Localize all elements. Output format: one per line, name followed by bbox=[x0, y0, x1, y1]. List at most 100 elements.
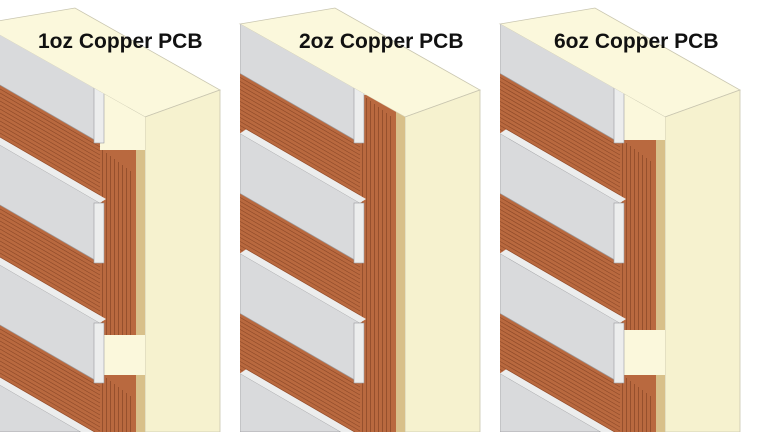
copper-wrap-line bbox=[118, 387, 119, 432]
copper-foil-line bbox=[0, 209, 101, 280]
copper-foil-line bbox=[500, 205, 621, 276]
copper-wrap-line bbox=[114, 159, 115, 335]
copper-foil-line bbox=[240, 93, 361, 164]
copper-wrap-edge bbox=[396, 95, 405, 432]
copper-foil-line bbox=[0, 325, 101, 396]
copper-wrap-line bbox=[126, 393, 127, 432]
copper-foil-line bbox=[240, 117, 361, 188]
copper-foil-line bbox=[500, 237, 621, 308]
copper-foil-line bbox=[500, 105, 621, 176]
copper-foil-line bbox=[500, 197, 621, 268]
copper-wrap-line bbox=[634, 149, 635, 330]
insulator-bar bbox=[0, 372, 83, 432]
pcb-panel bbox=[238, 7, 481, 432]
panel-title-6oz: 6oz Copper PCB bbox=[554, 30, 719, 53]
copper-foil-line bbox=[0, 317, 101, 388]
copper-foil-line bbox=[240, 237, 361, 308]
copper-wrap-line bbox=[626, 143, 627, 330]
copper-wrap-line bbox=[622, 375, 623, 432]
copper-foil-line bbox=[0, 357, 101, 428]
copper-foil-line bbox=[500, 213, 621, 284]
pcb-panel bbox=[498, 7, 741, 432]
copper-foil-line bbox=[0, 329, 101, 400]
copper-wrap-line bbox=[106, 153, 107, 335]
copper-foil-line bbox=[240, 345, 361, 416]
copper-wrap-line bbox=[362, 95, 363, 432]
copper-foil-line bbox=[240, 109, 361, 180]
copper-foil-line bbox=[0, 93, 101, 164]
copper-foil-line bbox=[240, 357, 361, 428]
copper-foil-line bbox=[240, 245, 361, 316]
insulator-bar-top bbox=[0, 369, 94, 432]
copper-foil-line bbox=[0, 353, 101, 424]
insulator-bar-top bbox=[500, 129, 626, 203]
copper-foil-line bbox=[240, 221, 361, 292]
insulator-bar-top bbox=[240, 129, 366, 203]
copper-foil-line bbox=[240, 105, 361, 176]
insulator-bar-end bbox=[93, 202, 105, 264]
copper-foil-line bbox=[0, 337, 101, 408]
copper-foil-line bbox=[240, 209, 361, 280]
substrate-side-face bbox=[404, 89, 481, 432]
copper-wrap-line bbox=[642, 155, 643, 330]
copper-foil-line bbox=[0, 237, 101, 308]
copper-foil-line bbox=[0, 349, 101, 420]
layer-stack bbox=[240, 24, 405, 432]
copper-wrap-line bbox=[370, 101, 371, 432]
copper-foil-line bbox=[500, 341, 621, 412]
copper-foil-line bbox=[0, 205, 101, 276]
copper-wrap-line bbox=[634, 384, 635, 432]
copper-foil-line bbox=[500, 229, 621, 300]
insulator-bar-end bbox=[93, 322, 105, 384]
copper-foil-line bbox=[240, 125, 361, 196]
copper-foil-line bbox=[0, 221, 101, 292]
copper-wrap-line bbox=[114, 384, 115, 432]
copper-wrap-line bbox=[122, 165, 123, 335]
copper-foil-line bbox=[500, 353, 621, 424]
panel-title-1oz: 1oz Copper PCB bbox=[38, 30, 203, 53]
copper-foil-line bbox=[0, 241, 101, 312]
insulator-bar-top bbox=[0, 129, 106, 203]
copper-foil-line bbox=[0, 77, 101, 148]
copper-foil-line bbox=[240, 225, 361, 296]
copper-foil-line bbox=[500, 77, 621, 148]
copper-wrap-line bbox=[366, 98, 367, 432]
copper-foil-line bbox=[500, 365, 616, 432]
insulator-bar-top bbox=[0, 249, 106, 323]
copper-foil-line bbox=[0, 113, 101, 184]
copper-foil-line bbox=[0, 117, 101, 188]
copper-foil-line bbox=[500, 317, 621, 388]
copper-foil-line bbox=[500, 321, 621, 392]
copper-foil-line bbox=[500, 97, 621, 168]
copper-foil-line bbox=[0, 229, 101, 300]
insulator-bar-top bbox=[500, 249, 626, 323]
copper-layer bbox=[500, 193, 620, 323]
copper-foil-line bbox=[240, 97, 361, 168]
copper-wrap-line bbox=[390, 116, 391, 432]
copper-foil-line bbox=[240, 217, 361, 288]
copper-wrap-line bbox=[642, 390, 643, 432]
copper-foil-line bbox=[500, 113, 621, 184]
insulator-bar-end bbox=[353, 322, 365, 384]
panel-title-2oz: 2oz Copper PCB bbox=[299, 30, 464, 53]
copper-foil-line bbox=[0, 341, 101, 412]
copper-foil-line bbox=[500, 89, 621, 160]
copper-foil-line bbox=[500, 245, 621, 316]
copper-layer bbox=[240, 73, 360, 204]
copper-foil-line bbox=[0, 81, 101, 152]
copper-foil-line bbox=[0, 85, 101, 156]
copper-wrap-line bbox=[126, 168, 127, 335]
copper-foil-line bbox=[240, 365, 356, 432]
copper-foil-line bbox=[500, 241, 621, 312]
copper-foil-line bbox=[500, 361, 621, 432]
copper-foil-line bbox=[240, 113, 361, 184]
copper-foil-line bbox=[240, 77, 361, 148]
copper-foil-line bbox=[240, 333, 361, 404]
insulator-bar-top bbox=[500, 369, 614, 432]
copper-foil-line bbox=[500, 125, 621, 196]
copper-wrap-line bbox=[650, 396, 651, 432]
insulator-bar bbox=[500, 372, 603, 432]
copper-foil-line bbox=[240, 233, 361, 304]
copper-foil-line bbox=[0, 321, 101, 392]
